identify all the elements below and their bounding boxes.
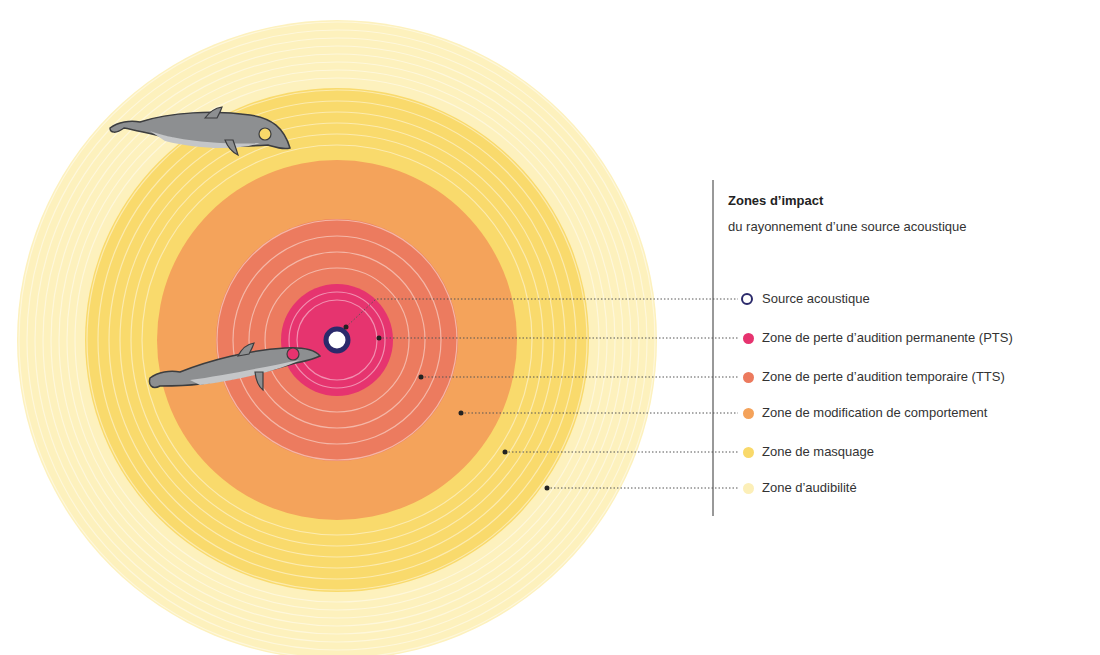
masking-zone: [85, 88, 589, 592]
legend-label: Zone de perte d’audition temporaire (TTS…: [762, 369, 1005, 385]
acoustic-source: [326, 329, 348, 351]
legend-title: Zones d’impact: [728, 193, 823, 209]
legend-swatch: [743, 483, 754, 494]
leader-lines: [346, 299, 738, 488]
source-symbol: [741, 293, 753, 305]
legend-subtitle: du rayonnement d’une source acoustique: [728, 219, 967, 235]
whale: [149, 343, 320, 390]
whale: [110, 107, 290, 155]
legend-label: Zone de modification de comportement: [762, 405, 987, 421]
legend-label: Zone d’audibilité: [762, 480, 857, 496]
behaviour-zone: [157, 160, 517, 520]
legend-label: Source acoustique: [762, 291, 870, 307]
legend-swatch: [743, 408, 754, 419]
legend-rule: [713, 180, 714, 516]
sound-ripples: [19, 22, 655, 655]
legend-label: Zone de masquage: [762, 444, 874, 460]
leader-dots: [344, 325, 550, 491]
tts-zone: [216, 219, 458, 461]
legend-swatch: [743, 372, 754, 383]
legend-swatch: [743, 447, 754, 458]
legend-label: Zone de perte d’audition permanente (PTS…: [762, 330, 1013, 346]
legend-swatch: [743, 333, 754, 344]
pts-zone: [281, 284, 393, 396]
